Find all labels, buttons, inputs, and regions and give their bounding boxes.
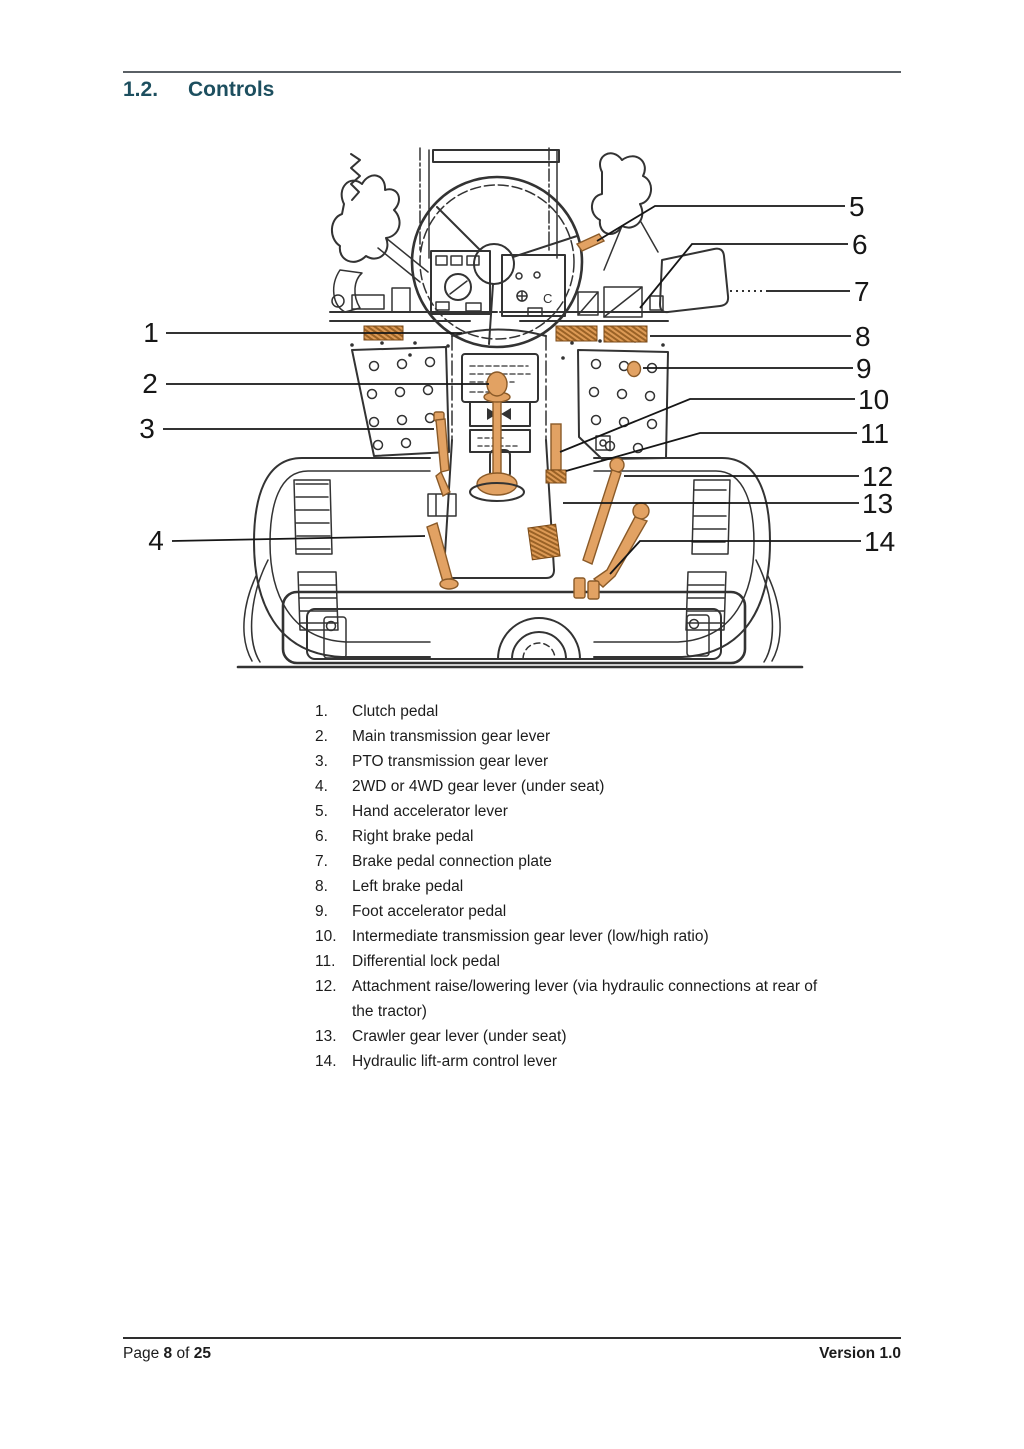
left-machinery [331, 153, 429, 313]
hand-accelerator-lever [575, 233, 606, 252]
legend-num: 5. [315, 803, 328, 820]
foot-accelerator-pedal [626, 360, 642, 378]
leader-lines [163, 205, 861, 575]
legend-num: 14. [315, 1053, 337, 1070]
footer-page-word: Page [123, 1345, 160, 1362]
4wd-gear-lever [426, 522, 459, 590]
callout-14: 14 [864, 526, 895, 557]
brake-pedal-right [603, 325, 648, 343]
legend-item-11: 11. Differential lock pedal [315, 949, 875, 974]
legend-item-4: 4. 2WD or 4WD gear lever (under seat) [315, 774, 875, 799]
gear-tower [427, 328, 611, 579]
callout-6: 6 [852, 229, 868, 260]
left-footplate [351, 346, 450, 457]
callout-5: 5 [849, 191, 865, 222]
footer-version: Version 1.0 [819, 1345, 901, 1362]
callout-12: 12 [862, 461, 893, 492]
legend-item-14: 14. Hydraulic lift-arm control lever [315, 1049, 875, 1074]
legend-item-1: 1. Clutch pedal [315, 699, 875, 724]
brake-pedal-left [555, 325, 598, 342]
right-machinery [591, 152, 730, 314]
legend-text: Brake pedal connection plate [352, 853, 552, 870]
rear-platform [236, 559, 804, 669]
legend-num: 9. [315, 903, 328, 920]
controls-figure: C [0, 140, 1024, 680]
legend-item-8: 8. Left brake pedal [315, 874, 875, 899]
legend-text: Right brake pedal [352, 828, 474, 845]
legend-num: 11. [315, 953, 336, 970]
legend-text: PTO transmission gear lever [352, 753, 549, 770]
legend-num: 6. [315, 828, 328, 845]
legend-num: 7. [315, 853, 328, 870]
callout-3: 3 [139, 413, 155, 444]
legend-num: 8. [315, 878, 328, 895]
dash-ledge [329, 286, 669, 322]
crawler-gear-lever [527, 523, 561, 561]
hood-frame [419, 147, 560, 259]
legend-text: 2WD or 4WD gear lever (under seat) [352, 778, 605, 795]
right-footplate [577, 349, 669, 460]
callout-1: 1 [143, 317, 159, 348]
callout-7: 7 [854, 276, 870, 307]
legend-item-12: 12. Attachment raise/lowering lever (via … [315, 974, 875, 1024]
callout-10: 10 [858, 384, 889, 415]
legend-num: 10. [315, 928, 337, 945]
legend-item-3: 3. PTO transmission gear lever [315, 749, 875, 774]
brake-connection-plate [659, 247, 730, 314]
hydraulic-lift-arm-lever [573, 502, 650, 600]
footer-page-info: Page 8 of 25 [123, 1345, 211, 1363]
legend-num: 12. [315, 978, 337, 995]
legend-item-5: 5. Hand accelerator lever [315, 799, 875, 824]
tractor-diagram: C [139, 147, 895, 669]
left-fender [253, 457, 431, 658]
controls-legend: 1. Clutch pedal 2. Main transmission gear … [315, 699, 875, 1074]
legend-text: Attachment raise/lowering lever (via hyd… [352, 978, 818, 1020]
steering-wheel [410, 175, 584, 349]
main-gear-lever [469, 371, 525, 502]
legend-item-13: 13. Crawler gear lever (under seat) [315, 1024, 875, 1049]
legend-num: 13. [315, 1028, 337, 1045]
section-heading: 1.2. Controls [123, 78, 274, 102]
pto-gear-lever [433, 411, 451, 498]
callout-13: 13 [862, 488, 893, 519]
legend-item-2: 2. Main transmission gear lever [315, 724, 875, 749]
footer-divider [123, 1337, 901, 1339]
footer-total-pages: 25 [193, 1345, 211, 1362]
legend-item-7: 7. Brake pedal connection plate [315, 849, 875, 874]
instrument-panel: C [430, 250, 566, 317]
top-divider [123, 71, 901, 73]
legend-text: Crawler gear lever (under seat) [352, 1028, 567, 1045]
legend-text: Differential lock pedal [352, 953, 500, 970]
callout-8: 8 [855, 321, 871, 352]
section-number: 1.2. [123, 78, 159, 101]
legend-text: Left brake pedal [352, 878, 464, 895]
callout-2: 2 [142, 368, 158, 399]
diff-lock-pedal [545, 423, 567, 484]
page-title: Controls [188, 78, 275, 101]
legend-text: Intermediate transmission gear lever (lo… [352, 928, 709, 945]
callout-4: 4 [148, 525, 164, 556]
legend-num: 1. [315, 703, 328, 720]
legend-text: Clutch pedal [352, 703, 439, 720]
legend-num: 3. [315, 753, 328, 770]
legend-num: 4. [315, 778, 328, 795]
footer-page-number: 8 [163, 1345, 173, 1362]
legend-text: Foot accelerator pedal [352, 903, 507, 920]
callout-11: 11 [860, 418, 889, 449]
legend-text: Hand accelerator lever [352, 803, 508, 820]
callout-9: 9 [856, 353, 872, 384]
legend-item-10: 10. Intermediate transmission gear lever … [315, 924, 875, 949]
legend-item-6: 6. Right brake pedal [315, 824, 875, 849]
legend-item-9: 9. Foot accelerator pedal [315, 899, 875, 924]
highlighted-controls [363, 233, 650, 600]
footer-of-word: of [176, 1345, 190, 1362]
attachment-raise-lever [582, 457, 625, 565]
legend-text: Hydraulic lift-arm control lever [352, 1053, 557, 1070]
page-footer: Page 8 of 25 Version 1.0 [123, 1345, 901, 1363]
legend-num: 2. [315, 728, 328, 745]
legend-text: Main transmission gear lever [352, 728, 551, 745]
callout-labels: 1 2 3 4 5 6 7 8 9 10 11 12 13 14 [139, 191, 895, 557]
panel-glyph: C [543, 291, 552, 306]
